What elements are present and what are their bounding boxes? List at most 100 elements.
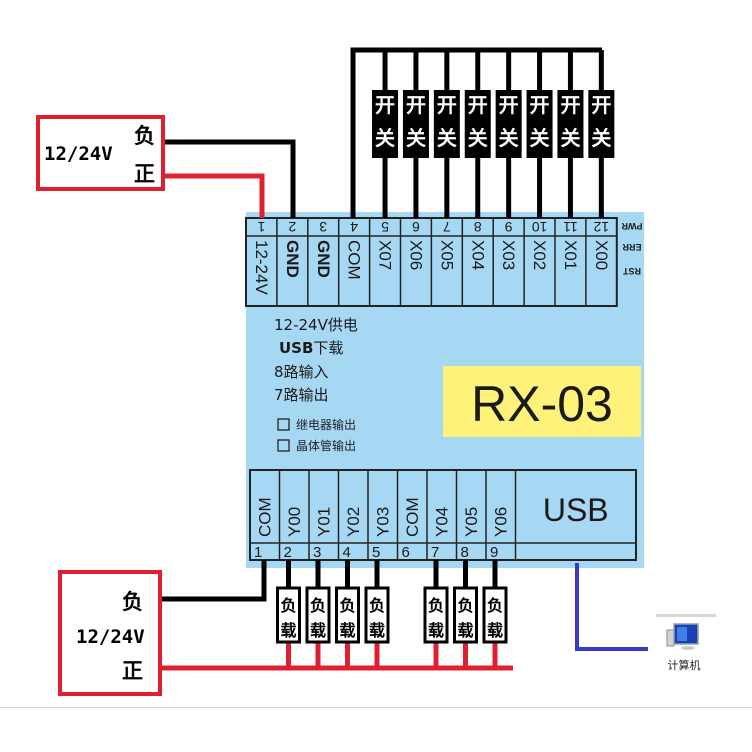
switch-label: 关 [375, 126, 395, 150]
switch-label: 关 [591, 126, 611, 150]
top-terminal-label: 12-24V [252, 240, 271, 295]
power-top-voltage: 12/24V [44, 143, 113, 165]
load[interactable]: 负载 [305, 586, 331, 644]
top-terminal-label: GND [314, 240, 333, 278]
page-divider [0, 707, 752, 708]
bottom-terminal-number: 5 [372, 544, 380, 561]
load[interactable]: 负载 [335, 586, 360, 644]
top-terminal-number: 9 [505, 219, 513, 235]
wire-power-positive [163, 173, 265, 218]
option-label: 晶体管输出 [296, 438, 356, 453]
load[interactable]: 负载 [423, 586, 449, 644]
top-terminal-number: 4 [350, 219, 358, 235]
power-bottom-voltage: 12/24V [76, 626, 145, 648]
switch-label: 开 [499, 93, 519, 117]
input-terminal-block: 112-24V2GND3GND4COM5X076X067X058X049X031… [245, 217, 618, 307]
power-top-neg: 负 [134, 124, 155, 148]
bottom-terminal-number: 1 [254, 544, 262, 561]
load-label: 载 [339, 621, 355, 640]
bottom-terminal-number: 2 [284, 544, 292, 561]
top-terminal-label: X03 [499, 240, 518, 270]
switch[interactable]: 开关 [526, 90, 553, 158]
switch[interactable]: 开关 [372, 90, 399, 158]
computer-icon [666, 623, 699, 650]
bottom-terminal-label: COM [255, 497, 274, 537]
top-terminal-label: X01 [561, 240, 580, 270]
switch-label: 开 [591, 93, 611, 117]
top-terminal-number: 3 [319, 219, 327, 235]
model-label: RX-03 [471, 376, 613, 432]
option-checkbox[interactable] [277, 439, 290, 452]
wire-input-common-bus [350, 47, 602, 218]
feature-item: USB下载 [279, 339, 343, 357]
load-label: 载 [310, 621, 326, 640]
switch-label: 开 [437, 93, 457, 117]
load-label: 负 [339, 596, 355, 615]
load-label: 负 [457, 596, 473, 615]
model-banner [443, 366, 641, 437]
top-terminal-label: X05 [437, 240, 456, 270]
bottom-terminal-label: Y04 [432, 507, 451, 537]
usb-port-label: USB [543, 492, 609, 528]
top-terminal-number: 5 [381, 219, 389, 235]
board-right-edge [640, 212, 644, 568]
wire-output-negative [160, 560, 267, 602]
load-label: 载 [457, 621, 473, 640]
load-label: 负 [369, 596, 385, 615]
switch-label: 开 [530, 93, 550, 117]
power-bottom-neg: 负 [122, 590, 143, 614]
switch-label: 关 [437, 126, 457, 150]
top-terminal-label: X04 [468, 240, 487, 270]
switch[interactable]: 开关 [588, 90, 615, 158]
status-led-label: ERR [622, 242, 642, 252]
feature-item: 12-24V供电 [274, 316, 358, 334]
feature-item: 8路输入 [274, 363, 329, 381]
switch-label: 开 [406, 93, 426, 117]
status-led-label: RST [622, 266, 641, 276]
top-terminal-label: X07 [376, 240, 395, 270]
load-label: 负 [487, 596, 503, 615]
switch[interactable]: 开关 [495, 90, 522, 158]
option-label: 继电器输出 [296, 417, 356, 432]
computer[interactable]: 计算机 [656, 614, 716, 672]
top-terminal-number: 6 [412, 219, 420, 235]
load-label: 载 [369, 621, 385, 640]
load-label: 负 [310, 596, 326, 615]
top-terminal-number: 11 [563, 219, 578, 235]
load[interactable]: 负载 [364, 586, 390, 644]
bottom-terminal-number: 8 [461, 544, 469, 561]
power-supply-top: 12/24V 负 正 [36, 115, 165, 191]
switch[interactable]: 开关 [433, 90, 460, 158]
option-checkbox[interactable] [277, 418, 290, 431]
top-terminal-number: 10 [532, 219, 548, 235]
bottom-terminal-label: Y06 [491, 507, 510, 537]
switch-label: 开 [560, 93, 580, 117]
bottom-terminal-number: 9 [490, 544, 498, 561]
switch[interactable]: 开关 [402, 90, 429, 158]
bottom-terminal-label: Y03 [373, 507, 392, 537]
switch[interactable]: 开关 [557, 90, 584, 158]
load[interactable]: 负载 [276, 586, 301, 644]
top-terminal-label: X06 [406, 240, 425, 270]
load-label: 载 [487, 621, 503, 640]
load-label: 负 [280, 596, 296, 615]
load[interactable]: 负载 [482, 586, 508, 644]
bottom-terminal-label: COM [403, 497, 422, 537]
top-terminal-number: 8 [474, 219, 482, 235]
bottom-terminal-number: 4 [343, 544, 351, 561]
feature-item: 7路输出 [274, 386, 329, 404]
top-terminal-number: 7 [443, 219, 451, 235]
switch[interactable]: 开关 [464, 90, 491, 158]
power-bottom-pos: 正 [122, 659, 143, 683]
bottom-terminal-number: 6 [402, 544, 410, 561]
load[interactable]: 负载 [453, 586, 478, 644]
bottom-terminal-label: Y00 [285, 507, 304, 537]
top-terminal-label: GND [283, 240, 302, 278]
top-terminal-label: X02 [530, 240, 549, 270]
